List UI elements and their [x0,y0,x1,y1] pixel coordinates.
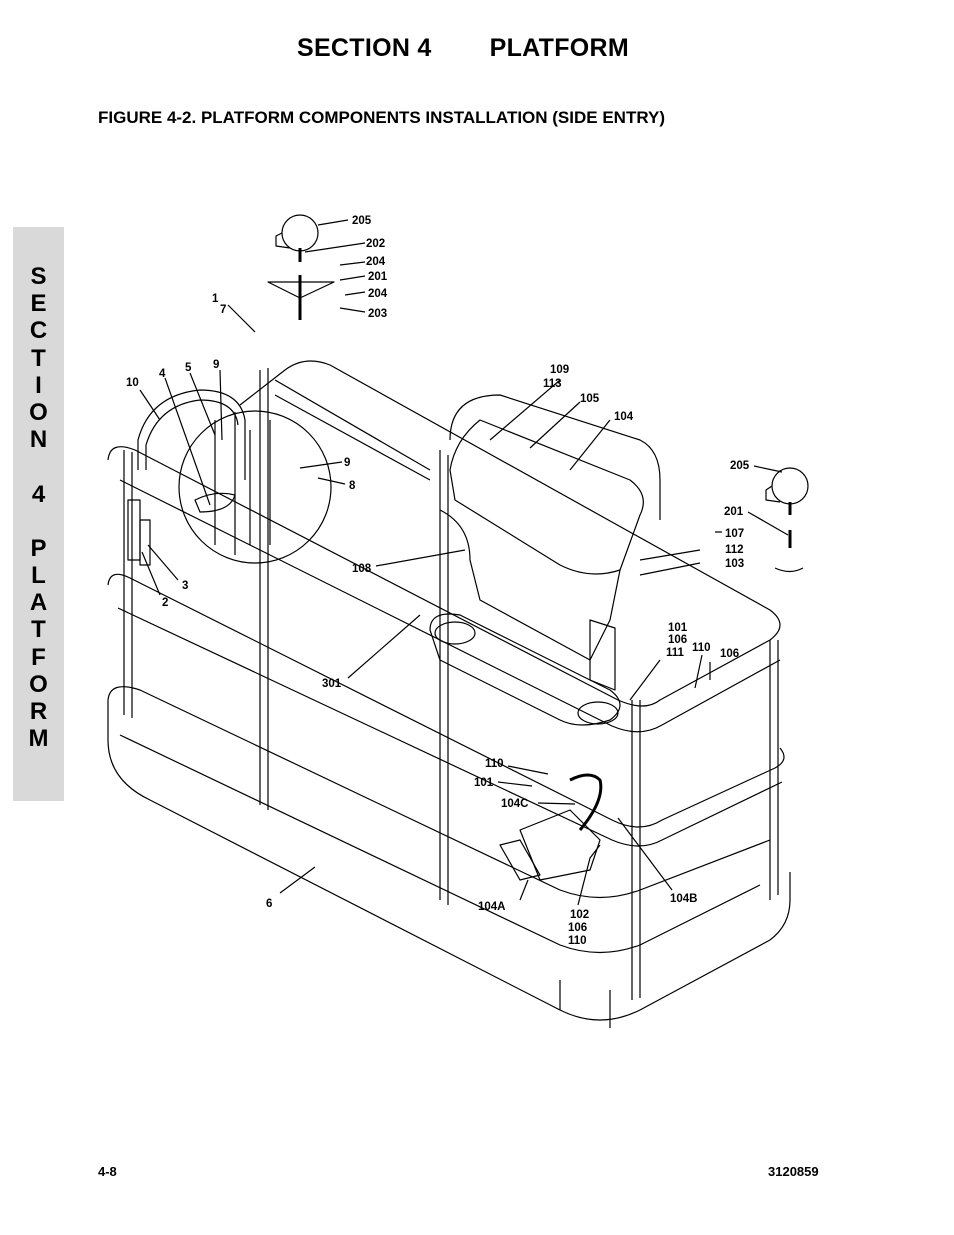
callout-label: 1 [212,293,219,305]
console-tray [429,613,621,726]
callout-label: 10 [126,377,139,389]
section-header: SECTION 4 PLATFORM [0,34,926,63]
callout-label: 110 [692,642,711,654]
callout-label: 205 [730,460,750,472]
callout-label: 101 [668,622,688,634]
side-tab-letter: L [31,562,46,590]
callout-label: 9 [344,457,350,469]
footswitch [519,809,601,881]
callout-label: 104A [478,901,506,913]
work-light-top [281,214,319,252]
callout-label: 8 [349,480,356,492]
side-tab-letter: P [30,534,47,562]
figure-title: FIGURE 4-2. PLATFORM COMPONENTS INSTALLA… [98,108,665,127]
callout-label: 104C [501,798,529,810]
callout-label: 9 [213,359,219,371]
side-tab-letter: O [29,398,48,426]
callout-label: 108 [352,563,372,575]
section-title: PLATFORM [489,34,630,62]
callout-label: 5 [185,362,192,374]
callout-label: 4 [159,368,166,380]
section-label: SECTION 4 [296,34,432,62]
side-tab-letter: T [31,616,46,644]
side-tab-letter: N [29,426,48,454]
side-tab-letter: 4 [31,480,46,508]
callout-labels: 205 202 204 201 204 203 1 7 10 4 5 9 9 8… [126,215,750,947]
callout-label: 201 [724,506,744,518]
side-tab-letter: A [29,589,48,617]
callout-label: 105 [580,393,600,405]
doc-number: 3120859 [768,1164,819,1179]
callout-label: 2 [162,597,168,609]
callout-label: 3 [182,580,188,592]
side-tab-letter: R [29,698,48,725]
side-tab-letter: T [31,344,46,372]
callout-label: 113 [543,378,562,390]
control-box [449,419,644,575]
detail-circle [178,410,332,564]
callout-label: 106 [668,634,687,646]
callout-label: 202 [366,238,385,250]
side-tab-letter: O [29,670,48,698]
callout-label: 301 [322,678,342,690]
callout-label: 109 [550,364,569,376]
callout-label: 6 [266,898,272,910]
callout-label: 203 [368,308,387,320]
callout-label: 102 [570,909,589,921]
callout-label: 106 [720,648,739,660]
side-tab-letter: M [28,725,49,753]
callout-label: 110 [568,935,587,947]
entry-gate [137,389,246,480]
callout-label: 107 [725,528,744,540]
side-tab-letter: C [29,317,48,345]
callout-label: 101 [474,777,494,789]
page-number: 4-8 [98,1164,117,1179]
work-light-right [771,467,809,505]
side-tab-letter: I [35,371,42,399]
callout-label: 7 [220,304,226,316]
side-tab-letter: E [30,290,47,318]
callout-label: 103 [725,558,744,570]
callout-label: 111 [666,647,685,659]
callout-label: 110 [485,758,504,770]
callout-label: 204 [366,256,386,268]
callout-label: 106 [568,922,587,934]
side-tab-letter: S [30,263,47,290]
callout-label: 112 [725,544,744,556]
mid-rail [107,573,785,828]
platform-floor [107,686,791,1021]
upright-front-left [123,450,133,718]
callout-label: 204 [368,288,388,300]
callout-label: 104B [670,893,698,905]
callout-label: 205 [352,215,372,227]
callout-label: 104 [614,411,634,423]
callout-label: 201 [368,271,388,283]
side-tab-letter: F [31,643,46,671]
